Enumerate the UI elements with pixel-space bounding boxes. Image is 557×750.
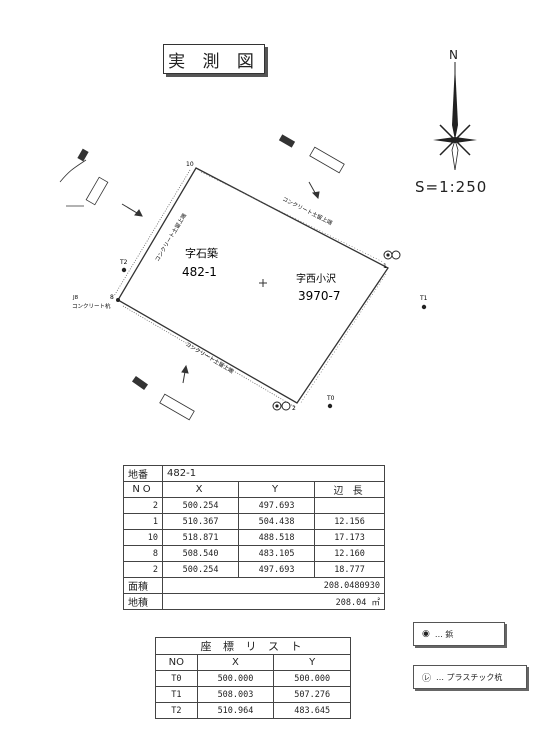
table-row: T2 510.964 483.645: [155, 702, 351, 719]
coord-header-x: X: [196, 654, 275, 671]
coordinate-list-table: 座 標 リ ス ト NO X Y T0 500.000 500.000 T1 5…: [155, 637, 351, 719]
parcel-boundary: [113, 167, 389, 408]
coord-table-title: 座 標 リ ス ト: [155, 637, 351, 655]
point-label-10: 10: [186, 161, 194, 168]
point-label-1: 1: [383, 263, 387, 270]
coord-header-y: Y: [273, 654, 351, 671]
survey-map: 字石築 482-1 字西小沢 3970-7 コンクリート土留上端 コンクリート土…: [59, 62, 477, 421]
header-no: NO: [123, 481, 163, 498]
point-label-2: 2: [292, 405, 296, 412]
rivet-legend-icon: ◉: [422, 629, 430, 639]
table-row: 2 500.254 497.693: [123, 497, 385, 514]
j8-note: コンクリート杭: [72, 302, 111, 310]
boundary-label-top: コンクリート土留上端: [281, 195, 334, 227]
point-label-t2: T2: [119, 259, 128, 266]
boundary-label-left: コンクリート土留上端: [153, 211, 188, 263]
area-label: 面積: [123, 577, 163, 594]
table-row: 8 508.540 483.105 12.160: [123, 545, 385, 562]
center-mark-icon: [259, 279, 267, 287]
parcel-right-area: 字西小沢: [296, 272, 336, 285]
header-y: Y: [238, 481, 316, 498]
table-row: 10 518.871 488.518 17.173: [123, 529, 385, 546]
survey-marker-icon: [116, 250, 427, 411]
legend-rivet-text: … 鋲: [434, 629, 454, 639]
legend-rivet: ◉ … 鋲: [413, 622, 505, 646]
area-calculation-table: 地番 482-1 NO X Y 辺 長 2 500.254 497.693 1 …: [123, 465, 385, 610]
point-label-t0: T0: [326, 395, 335, 402]
coord-header-no: NO: [155, 654, 198, 671]
parcel-value: 482-1: [162, 465, 385, 482]
parcel-right-number: 3970-7: [298, 289, 341, 303]
legend-plastic-stake: ㋹ … プラスチック杭: [413, 665, 527, 689]
land-area-value: 208.04: [335, 597, 367, 608]
table-row: T1 508.003 507.276: [155, 686, 351, 703]
parcel-label: 地番: [123, 465, 163, 482]
parcel-left-number: 482-1: [182, 265, 217, 279]
j8-mark: J8: [72, 295, 79, 301]
photo-direction-icon: [59, 134, 345, 421]
area-value: 208.0480930: [162, 577, 385, 594]
header-length: 辺 長: [314, 481, 385, 498]
plastic-stake-legend-icon: ㋹: [422, 673, 432, 684]
parcel-left-area: 字石築: [185, 246, 218, 260]
compass-rose-icon: [433, 62, 477, 171]
point-label-t1: T1: [419, 295, 428, 302]
scale-label: S=1:250: [415, 178, 488, 196]
table-row: T0 500.000 500.000: [155, 670, 351, 687]
drawing-title: 実 測 図: [163, 44, 265, 74]
view-arrow-icon: [121, 181, 320, 384]
table-row: 2 500.254 497.693 18.777: [123, 561, 385, 578]
legend-plastic-stake-text: … プラスチック杭: [436, 672, 503, 682]
table-row: 1 510.367 504.438 12.156: [123, 513, 385, 530]
header-x: X: [161, 481, 240, 498]
land-area-unit: ㎡: [371, 597, 380, 608]
north-label: N: [449, 48, 458, 62]
land-area-label: 地積: [123, 593, 163, 610]
boundary-label-bottom: コンクリート土留上端: [184, 340, 236, 375]
point-label-8: 8: [110, 294, 114, 301]
